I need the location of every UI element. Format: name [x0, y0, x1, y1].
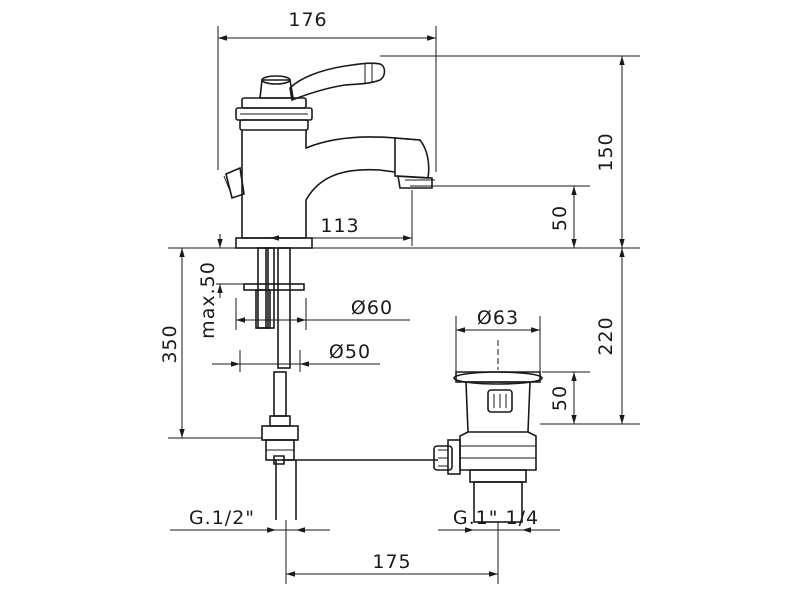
dim-total-height: 150: [595, 132, 617, 171]
dim-drain-lower: 50: [549, 385, 571, 411]
dim-drain-diameter: Ø63: [477, 307, 519, 329]
dim-spout-height: 50: [549, 205, 571, 231]
dim-drain-height: 220: [595, 316, 617, 355]
mounting-assembly: [243, 247, 438, 520]
dim-hole-60: Ø60: [351, 297, 393, 319]
drain-assembly: [433, 371, 543, 523]
dim-drain-distance: 175: [372, 551, 411, 573]
dim-supply-thread: G.1/2": [189, 507, 255, 529]
dim-spout-reach: 113: [320, 215, 359, 237]
dim-hole-50: Ø50: [329, 341, 371, 363]
dim-max-thickness: max.50: [197, 261, 219, 339]
dim-supply-length: 350: [159, 324, 181, 363]
dim-drain-thread: G.1" 1/4: [453, 507, 539, 529]
dimension-lines: [168, 26, 640, 584]
dim-overall-width: 176: [288, 9, 327, 31]
lever-handle: [289, 62, 386, 102]
